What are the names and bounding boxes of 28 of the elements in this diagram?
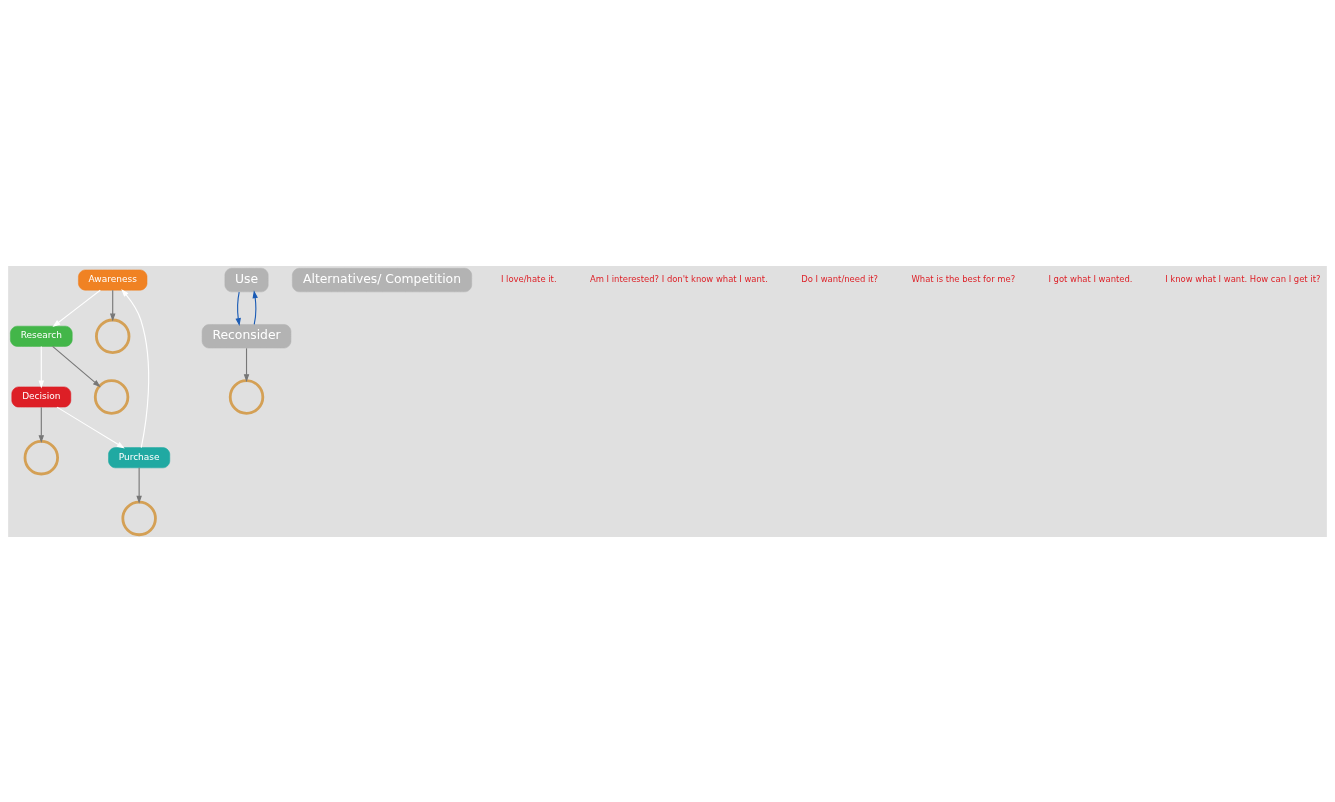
arrow [235,291,241,326]
arrow [52,345,101,387]
arrow [38,406,45,443]
arrow [243,347,250,382]
arrow [121,288,150,448]
node-box: Reconsider [201,323,292,348]
node-box: Awareness [78,269,148,290]
label: I know what I want. How can I get it? [1165,273,1321,284]
node-box: Research [10,325,73,347]
node-circle [228,378,265,415]
arrow [109,289,116,321]
node-circle [121,500,157,536]
node-box: Decision [11,386,72,407]
arrow [136,466,142,504]
label: I got what I wanted. [1048,273,1133,284]
arrow [252,289,258,325]
node-box: Use [224,267,269,292]
node-circle [23,439,59,475]
arrow [38,345,45,388]
label: What is the best for me? [911,273,1016,284]
label: Do I want/need it? [801,273,879,284]
node-circle [95,318,131,354]
node-box: Alternatives/ Competition [292,267,472,292]
node-box: Purchase [108,446,171,468]
arrow [56,406,125,448]
label: I love/hate it. [500,273,557,284]
label: Am I interested? I don't know what I want. [589,273,768,284]
arrow [52,289,101,327]
